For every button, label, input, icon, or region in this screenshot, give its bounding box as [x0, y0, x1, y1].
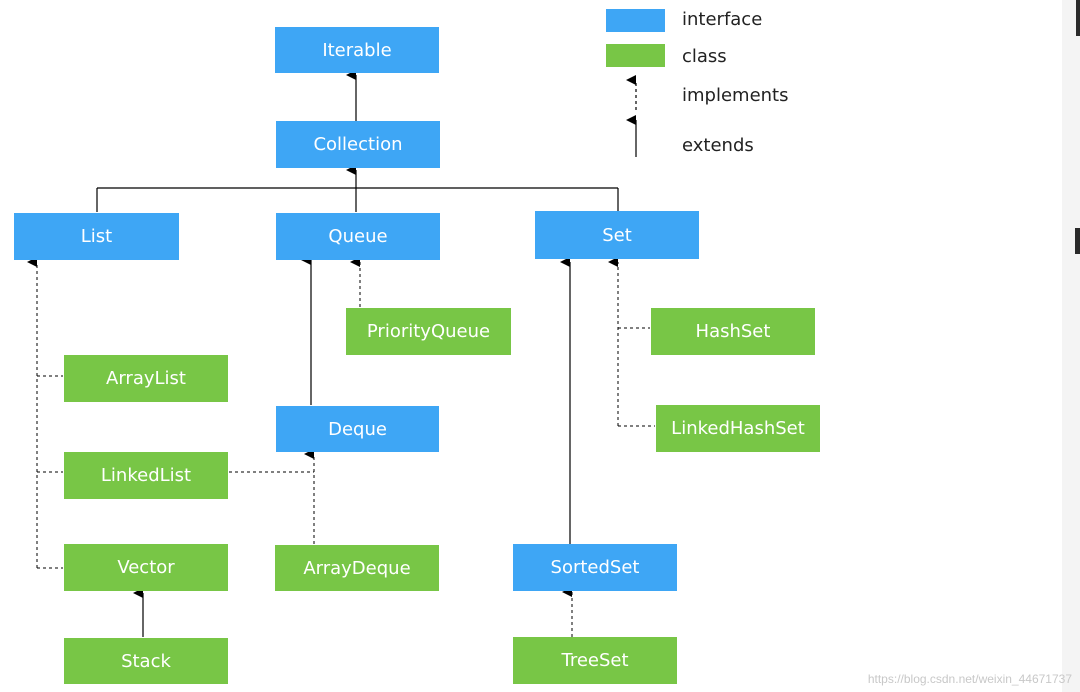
- node-set: Set: [535, 211, 699, 259]
- side-marker: [1075, 228, 1080, 254]
- node-queue: Queue: [276, 213, 440, 260]
- legend-class-label: class: [682, 46, 727, 67]
- node-tree-set: TreeSet: [513, 637, 677, 684]
- node-array-list: ArrayList: [64, 355, 228, 402]
- watermark-text: https://blog.csdn.net/weixin_44671737: [867, 672, 1072, 686]
- node-sorted-set: SortedSet: [513, 544, 677, 591]
- node-priority-queue: PriorityQueue: [346, 308, 511, 355]
- node-hash-set: HashSet: [651, 308, 815, 355]
- node-vector: Vector: [64, 544, 228, 591]
- node-collection: Collection: [276, 121, 440, 168]
- node-iterable: Iterable: [275, 27, 439, 73]
- legend-implements-label: implements: [682, 85, 789, 106]
- node-deque: Deque: [276, 406, 439, 452]
- node-stack: Stack: [64, 638, 228, 684]
- legend-interface-label: interface: [682, 9, 763, 30]
- legend-interface-swatch: [606, 9, 665, 32]
- node-linked-list: LinkedList: [64, 452, 228, 499]
- node-array-deque: ArrayDeque: [275, 545, 439, 591]
- node-list: List: [14, 213, 179, 260]
- node-linked-hash-set: LinkedHashSet: [656, 405, 820, 452]
- scrollbar-track[interactable]: [1062, 0, 1080, 692]
- scrollbar-thumb[interactable]: [1076, 0, 1080, 36]
- legend-class-swatch: [606, 44, 665, 67]
- legend-extends-label: extends: [682, 135, 754, 156]
